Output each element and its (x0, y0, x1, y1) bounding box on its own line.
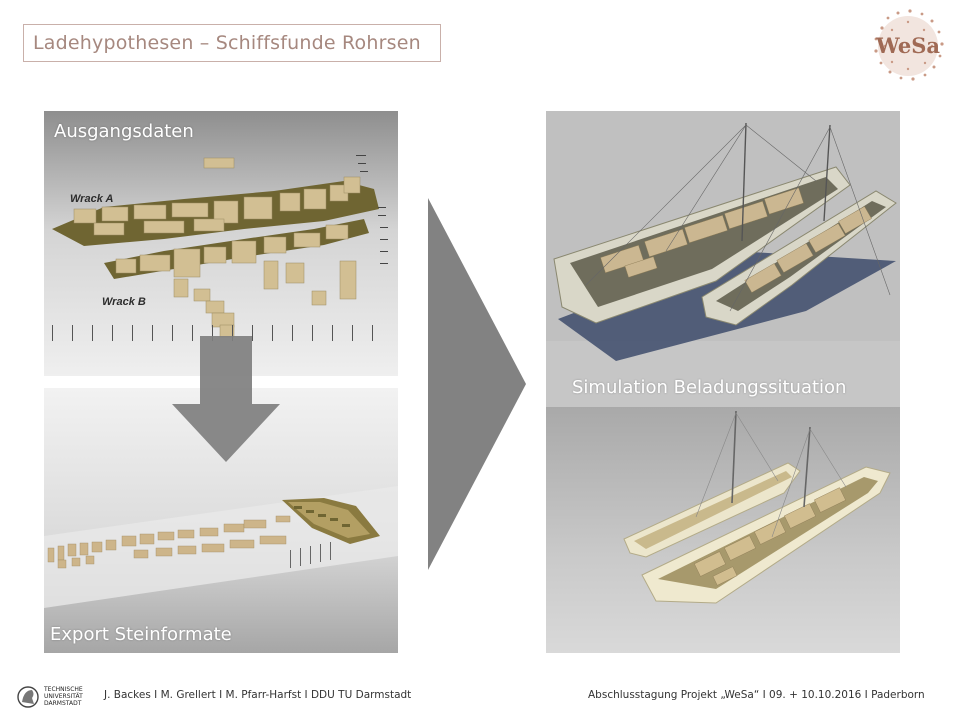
tu-darmstadt-logo: TECHNISCHE UNIVERSITÄT DARMSTADT (16, 682, 96, 714)
stone-formats-render (44, 388, 398, 653)
footer-event: Abschlusstagung Projekt „WeSa“ I 09. + 1… (588, 689, 925, 701)
wreck-plan-render: Wrack A Wrack B (44, 111, 398, 376)
wesa-logo-text: WeSa (875, 33, 940, 58)
panel-source-data: Wrack A Wrack B Ausgangsdaten (44, 111, 398, 376)
panel-simulation-bottom (546, 407, 900, 653)
tu-institution-line3: DARMSTADT (44, 700, 82, 707)
footer-authors: J. Backes I M. Grellert I M. Pfarr-Harfs… (104, 689, 412, 701)
panel-export-label: Export Steinformate (50, 624, 232, 645)
wesa-logo-graphic: WeSa (874, 9, 944, 81)
panel-simulation-top: Simulation Beladungssituation (546, 111, 900, 407)
tu-institution-line2: UNIVERSITÄT (44, 693, 83, 700)
wesa-logo: WeSa (868, 6, 948, 86)
simulation-ships-render-bottom (546, 407, 900, 653)
panel-stone-formats: Export Steinformate (44, 388, 398, 653)
slide-title-box: Ladehypothesen – Schiffsfunde Rohrsen (23, 24, 441, 62)
wreck-b-label: Wrack B (102, 296, 146, 308)
athena-head-icon (17, 686, 39, 708)
slide-title: Ladehypothesen – Schiffsfunde Rohrsen (33, 32, 421, 54)
wreck-a-label: Wrack A (70, 193, 113, 205)
panel-source-label: Ausgangsdaten (54, 121, 194, 142)
panel-simulation-label: Simulation Beladungssituation (572, 377, 847, 398)
arrow-down-icon (172, 336, 280, 462)
tu-institution-line1: TECHNISCHE (44, 686, 83, 693)
simulation-ships-render-top (546, 111, 900, 407)
arrow-right-icon (428, 198, 526, 570)
